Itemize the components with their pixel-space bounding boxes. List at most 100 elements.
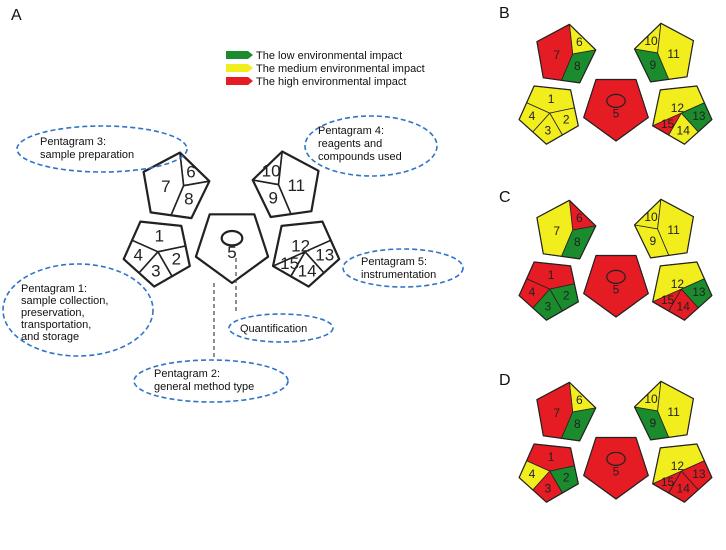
- field-number-15: 15: [280, 254, 299, 273]
- pentagon-outline-tl: [536, 23, 597, 84]
- field-number-8: 8: [574, 59, 581, 73]
- pentagon-outline-center: [583, 254, 649, 318]
- field-number-14: 14: [677, 299, 691, 313]
- legend-swatch-2: [226, 77, 253, 85]
- annotation-p3-line: Pentagram 3:: [40, 136, 106, 148]
- field-number-8: 8: [574, 417, 581, 431]
- pentagon-outline-tr: [633, 22, 695, 83]
- annotation-p4-line: Pentagram 4:: [318, 125, 384, 137]
- field-number-2: 2: [563, 471, 570, 485]
- field-number-3: 3: [544, 299, 551, 313]
- field-number-9: 9: [268, 188, 277, 207]
- panel-letter-a: A: [11, 7, 22, 24]
- field-number-14: 14: [677, 123, 691, 137]
- field-number-4: 4: [529, 285, 536, 299]
- legend-label-0: The low environmental impact: [256, 50, 402, 62]
- field-number-9: 9: [650, 416, 657, 430]
- pentagon-outline-tr: [251, 150, 320, 219]
- pentagon-outline-bl: [518, 443, 579, 503]
- field-number-1: 1: [548, 92, 555, 106]
- field-number-5: 5: [613, 283, 620, 297]
- annotation-p4-line: compounds used: [318, 151, 402, 163]
- annotation-p1-line: transportation,: [21, 319, 91, 331]
- legend-label-2: The high environmental impact: [256, 76, 406, 88]
- field-number-3: 3: [151, 261, 160, 280]
- annotation-p2-line: Pentagram 2:: [154, 368, 220, 380]
- pentagon-outline-bl: [518, 85, 579, 145]
- panel-letter-b: B: [499, 5, 510, 22]
- field-number-14: 14: [298, 261, 317, 280]
- annotation-quant-line: Quantification: [240, 323, 307, 335]
- legend-label-1: The medium environmental impact: [256, 63, 425, 75]
- pentagon-outline-tl: [536, 381, 597, 442]
- pentagon-outline-bl: [518, 261, 579, 321]
- field-number-8: 8: [184, 190, 193, 209]
- field-number-12: 12: [671, 459, 685, 473]
- field-number-13: 13: [692, 467, 706, 481]
- panel-letter-d: D: [499, 372, 511, 389]
- field-number-3: 3: [544, 123, 551, 137]
- annotation-p5-line: instrumentation: [361, 269, 436, 281]
- field-number-6: 6: [576, 35, 583, 49]
- annotation-ellipse-p2: [133, 359, 289, 403]
- pentagon-outline-bl: [122, 220, 191, 288]
- annotation-ellipse-p4: [304, 115, 438, 177]
- field-number-11: 11: [667, 223, 680, 237]
- field-number-7: 7: [553, 48, 560, 62]
- pentagon-outline-center: [194, 213, 270, 285]
- annotation-p3-line: sample preparation: [40, 149, 134, 161]
- field-number-9: 9: [650, 234, 657, 248]
- field-number-10: 10: [644, 210, 658, 224]
- field-number-13: 13: [692, 109, 706, 123]
- field-number-4: 4: [133, 245, 142, 264]
- pentagon-outline-br: [652, 261, 713, 321]
- field-number-12: 12: [291, 236, 310, 255]
- field-number-13: 13: [692, 285, 706, 299]
- annotation-ellipse-quant: [228, 313, 334, 343]
- field-number-5: 5: [227, 243, 236, 262]
- field-number-2: 2: [563, 289, 570, 303]
- panel-letters: A B C D: [11, 5, 511, 389]
- field-number-15: 15: [661, 117, 675, 131]
- field-number-11: 11: [667, 47, 680, 61]
- field-number-12: 12: [671, 277, 685, 291]
- field-number-4: 4: [529, 109, 536, 123]
- field-number-13: 13: [315, 245, 334, 264]
- pentagon-outline-center: [583, 436, 649, 500]
- annotation-p1-line: preservation,: [21, 307, 85, 319]
- field-number-10: 10: [644, 34, 658, 48]
- pentagon-outline-tr: [633, 380, 695, 441]
- legend-swatch-1: [226, 64, 253, 72]
- panel-letter-c: C: [499, 189, 511, 206]
- field-number-7: 7: [161, 177, 170, 196]
- field-number-1: 1: [155, 227, 164, 246]
- annotation-ellipse-p5: [342, 248, 464, 288]
- annotation-p1-line: sample collection,: [21, 295, 108, 307]
- quantification-circle: [606, 269, 626, 284]
- field-number-7: 7: [553, 406, 560, 420]
- field-number-15: 15: [661, 293, 675, 307]
- field-number-11: 11: [287, 176, 305, 195]
- field-number-7: 7: [553, 224, 560, 238]
- annotation-ellipse-p3: [16, 125, 188, 173]
- annotation-p1-line: and storage: [21, 331, 79, 343]
- pentagon-outline-tr: [633, 198, 695, 259]
- field-number-2: 2: [172, 249, 181, 268]
- quantification-circle: [220, 229, 244, 247]
- field-number-4: 4: [529, 467, 536, 481]
- annotation-p5-line: Pentagram 5:: [361, 256, 427, 268]
- annotation-p1-line: Pentagram 1:: [21, 283, 87, 295]
- pentagon-outline-br: [271, 220, 341, 288]
- field-number-12: 12: [671, 101, 685, 115]
- field-number-2: 2: [563, 113, 570, 127]
- legend-swatch-0: [226, 51, 253, 59]
- pentagon-outline-center: [583, 78, 649, 142]
- pentagon-outline-tl: [536, 199, 597, 260]
- field-number-5: 5: [613, 107, 620, 121]
- annotation-p2-line: general method type: [154, 381, 254, 393]
